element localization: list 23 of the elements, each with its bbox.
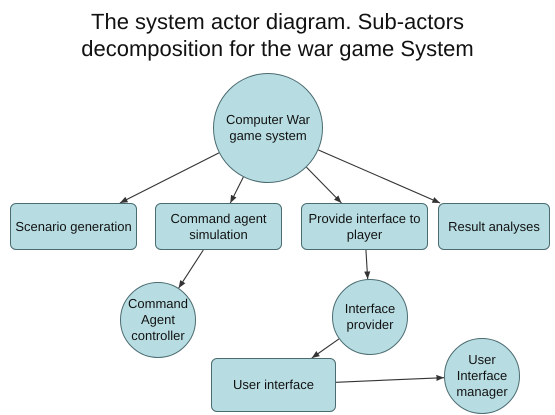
- node-label: Command agent simulation: [169, 210, 268, 242]
- arrow: [318, 149, 440, 204]
- arrow: [364, 250, 370, 280]
- process-box: [211, 358, 336, 412]
- arrow: [120, 152, 220, 204]
- node-label: User Interface manager: [455, 352, 509, 400]
- node-label: Command Agent controller: [127, 296, 189, 344]
- arrow: [230, 176, 244, 204]
- arrow: [336, 374, 444, 383]
- node-label: Result analyses: [448, 218, 540, 234]
- diagram-title: The system actor diagram. Sub-actors decomposition for the war game System: [80, 8, 475, 62]
- arrow: [312, 338, 340, 358]
- process-box: [438, 203, 550, 250]
- process-box: [301, 203, 428, 250]
- node-label: User interface: [233, 377, 314, 393]
- node-label: Interface provider: [344, 301, 396, 333]
- arrow: [178, 250, 204, 288]
- node-label: Provide interface to player: [307, 210, 422, 242]
- node-label: Computer War game system: [224, 112, 312, 144]
- process-box: [10, 203, 137, 250]
- node-label: Scenario generation: [15, 218, 132, 234]
- process-box: [155, 203, 282, 250]
- arrow: [306, 166, 342, 204]
